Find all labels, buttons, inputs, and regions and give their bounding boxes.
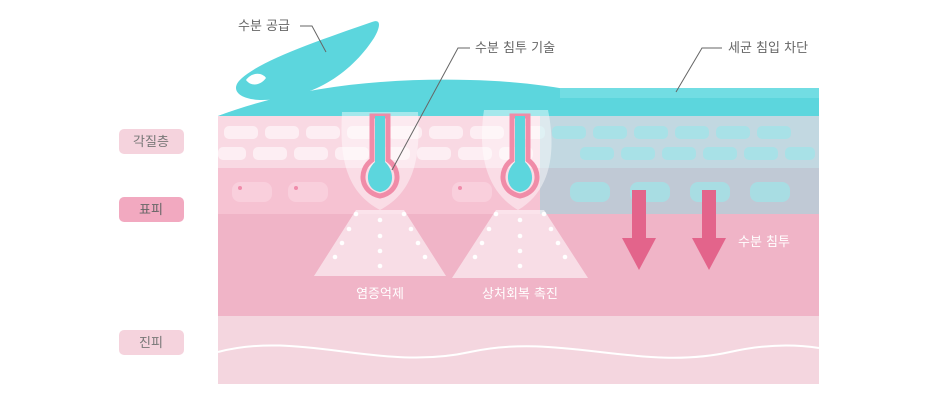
label-wound-healing: 상처회복 촉진 xyxy=(482,287,558,302)
label-moisture-penetration: 수분 침투 xyxy=(738,235,790,250)
leader-bacteria-block xyxy=(675,47,722,93)
cone-wound-healing xyxy=(452,210,588,278)
gel-droplet xyxy=(235,21,379,100)
gel-film-top xyxy=(218,80,668,116)
label-anti-inflammation: 염증억제 xyxy=(356,287,404,302)
epidermis-cells xyxy=(232,182,492,202)
dermis-layer xyxy=(218,316,819,384)
dermis-wave xyxy=(217,344,820,359)
gel-film-highlight xyxy=(560,88,819,98)
moisture-overlay xyxy=(540,116,819,214)
leader-moisture-supply xyxy=(300,25,327,53)
moisture-arrow-1 xyxy=(622,190,656,270)
pore-left xyxy=(341,112,419,210)
pore-right xyxy=(481,110,552,210)
badge-epidermis: 표피 xyxy=(119,197,184,222)
badge-dermis: 진피 xyxy=(119,330,184,355)
cell-dots xyxy=(238,186,462,190)
droplet-highlight xyxy=(246,73,266,85)
label-bacteria-block: 세균 침입 차단 xyxy=(728,41,808,56)
moisture-arrow-2 xyxy=(692,190,726,270)
label-moisture-tech: 수분 침투 기술 xyxy=(475,41,555,56)
badge-epidermis-label: 표피 xyxy=(139,203,163,218)
badge-stratum-corneum-label: 각질층 xyxy=(133,135,169,150)
badge-dermis-label: 진피 xyxy=(139,336,163,351)
label-moisture-supply: 수분 공급 xyxy=(238,19,290,34)
cone-anti-inflammation xyxy=(314,210,446,276)
leader-moisture-tech xyxy=(391,47,470,171)
badge-stratum-corneum: 각질층 xyxy=(119,129,184,154)
